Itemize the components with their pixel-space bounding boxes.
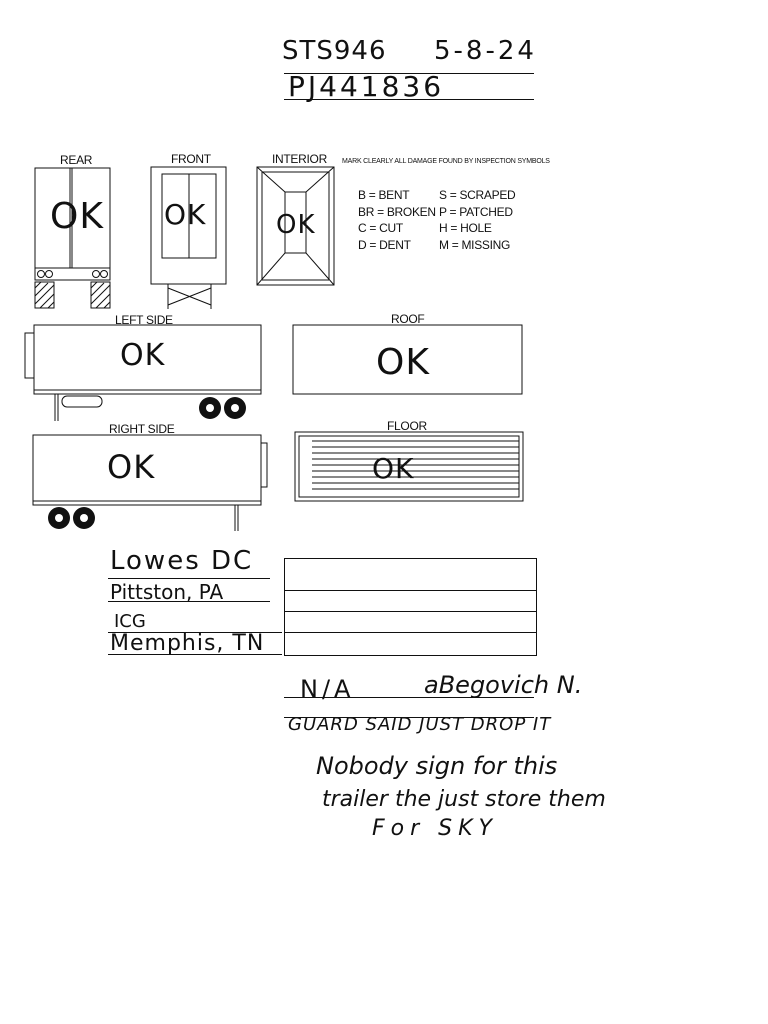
interior-label: INTERIOR xyxy=(272,152,327,166)
interior-mark: OK xyxy=(276,210,316,240)
empty-info-table xyxy=(284,558,537,656)
symbols-legend-right: S = SCRAPED P = PATCHED H = HOLE M = MIS… xyxy=(439,187,516,253)
location-line-4: Memphis, TN xyxy=(110,631,265,656)
location-underline-1 xyxy=(108,578,270,579)
notes-line-3: Nobody sign for this xyxy=(316,752,558,780)
floor-label: FLOOR xyxy=(387,419,427,433)
floor-mark: OK xyxy=(372,452,415,485)
trailer-number: STS946 xyxy=(282,36,387,66)
notes-line-4: trailer the just store them xyxy=(322,787,606,812)
header-line-2 xyxy=(284,99,534,100)
plate-number: PJ441836 xyxy=(288,70,445,103)
roof-mark: OK xyxy=(376,342,430,383)
table-row xyxy=(285,612,536,633)
notes-underline-2 xyxy=(284,717,534,718)
location-underline-4 xyxy=(108,654,282,655)
notes-line-5: For SKY xyxy=(372,816,498,841)
table-row xyxy=(285,591,536,612)
location-line-3: ICG xyxy=(114,611,146,632)
left-side-mark: OK xyxy=(120,338,166,373)
location-underline-3 xyxy=(108,632,282,633)
symbol-hole: H = HOLE xyxy=(439,221,492,235)
header-line-1 xyxy=(284,73,534,74)
symbol-patched: P = PATCHED xyxy=(439,204,513,219)
location-line-1: Lowes DC xyxy=(110,546,254,576)
table-row xyxy=(285,559,536,591)
instruction-text: MARK CLEARLY ALL DAMAGE FOUND BY INSPECT… xyxy=(342,158,550,165)
inspection-date: 5-8-24 xyxy=(434,36,537,66)
symbol-missing: M = MISSING xyxy=(439,237,511,252)
symbols-legend-left: B = BENT BR = BROKEN C = CUT D = DENT xyxy=(358,187,436,253)
front-label: FRONT xyxy=(171,152,211,166)
left-side-label: LEFT SIDE xyxy=(115,313,173,327)
symbol-broken: BR = BROKEN xyxy=(358,204,436,219)
rear-mark: OK xyxy=(50,196,104,237)
roof-label: ROOF xyxy=(391,312,425,326)
right-side-mark: OK xyxy=(107,448,156,486)
symbol-bent: B = BENT xyxy=(358,188,410,202)
notes-line-2: GUARD SAID JUST DROP IT xyxy=(288,714,552,735)
right-side-label: RIGHT SIDE xyxy=(109,422,175,436)
guard-signature: aBegovich N. xyxy=(424,671,583,699)
rear-label: REAR xyxy=(60,153,93,167)
symbol-scraped: S = SCRAPED xyxy=(439,188,516,202)
symbol-cut: C = CUT xyxy=(358,221,403,235)
location-line-2: Pittston, PA xyxy=(110,580,224,604)
location-underline-2 xyxy=(108,601,270,602)
symbol-dent: D = DENT xyxy=(358,237,411,252)
notes-underline-1 xyxy=(284,697,534,698)
front-mark: OK xyxy=(164,198,207,231)
na-note: N/A xyxy=(300,675,355,703)
table-row xyxy=(285,633,536,655)
